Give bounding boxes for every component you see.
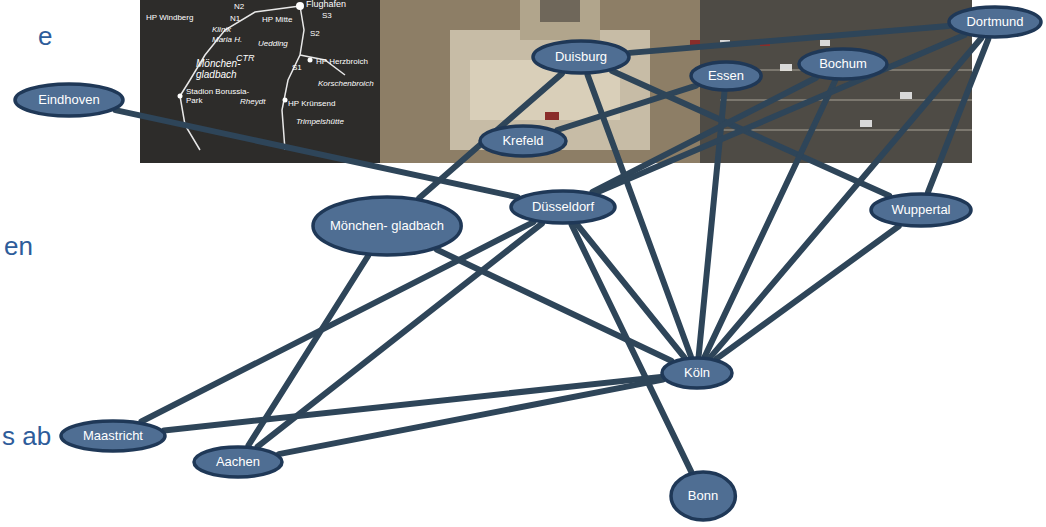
- connection-line: [928, 39, 988, 192]
- city-name: Köln: [680, 366, 714, 381]
- connection-line: [717, 226, 899, 358]
- city-name: Bochum: [815, 57, 871, 72]
- city-ellipse: Eindhoven: [13, 82, 125, 118]
- city-name: Maastricht: [79, 429, 147, 444]
- map-label: Trimpelshütte: [296, 118, 344, 127]
- connection-line: [612, 71, 889, 196]
- city-ellipse: Maastricht: [59, 419, 167, 453]
- map-label: HP Windberg: [146, 14, 193, 23]
- map-label: Korschenbroich: [318, 80, 374, 89]
- map-label: HP Herzbroich: [316, 58, 376, 67]
- city-name: Bonn: [684, 489, 722, 504]
- city-name: Eindhoven: [34, 93, 103, 108]
- city-ellipse: Krefeld: [478, 124, 568, 158]
- connection-line: [115, 110, 517, 197]
- map-label: Rheydt: [240, 98, 265, 107]
- city-name: Essen: [704, 69, 748, 84]
- city-name: Dortmund: [962, 15, 1027, 30]
- map-label: N2: [234, 3, 244, 12]
- map-label: N1: [230, 15, 240, 24]
- city-name: Mönchen- gladbach: [326, 219, 448, 234]
- map-label: S3: [322, 12, 332, 21]
- connection-line: [593, 78, 817, 192]
- connection-line: [279, 380, 663, 454]
- map-label: Maria H.: [212, 36, 242, 45]
- city-name: Krefeld: [498, 134, 547, 149]
- slide-text: en: [4, 232, 33, 261]
- city-name: Düsseldorf: [528, 200, 598, 215]
- city-ellipse: Wuppertal: [869, 192, 973, 228]
- city-ellipse: Aachen: [192, 445, 284, 479]
- city-ellipse: Duisburg: [531, 39, 631, 75]
- connection-line: [437, 250, 672, 361]
- city-name: Wuppertal: [887, 203, 954, 218]
- connection-line: [557, 86, 696, 130]
- city-ellipse: Bonn: [669, 470, 737, 522]
- connection-line: [572, 225, 692, 472]
- connection-line: [705, 81, 835, 357]
- map-label: HP Mitte: [262, 16, 293, 25]
- map-label: Klinik: [212, 26, 231, 35]
- city-ellipse: Essen: [689, 60, 763, 92]
- city-name: Duisburg: [551, 50, 611, 65]
- connection-line: [630, 26, 949, 53]
- city-name: Aachen: [212, 455, 264, 470]
- city-ellipse: Köln: [660, 356, 734, 390]
- map-label: Flughafen: [306, 0, 346, 10]
- map-label: Mönchen- gladbach: [196, 58, 248, 80]
- map-label: S2: [310, 30, 320, 39]
- map-label: S1: [292, 64, 302, 73]
- connection-line: [596, 35, 964, 193]
- city-ellipse: Dortmund: [947, 5, 1043, 39]
- city-ellipse: Bochum: [797, 47, 889, 81]
- slide-text: s ab: [2, 422, 51, 451]
- map-label: Uedding: [258, 40, 288, 49]
- connection-line: [577, 224, 684, 357]
- city-ellipse: Düsseldorf: [509, 189, 617, 225]
- slide-text: e: [38, 22, 52, 51]
- map-label: HP Krünsend: [288, 100, 335, 109]
- connection-line: [141, 222, 533, 421]
- connection-line: [164, 377, 661, 431]
- city-ellipse: Mönchen- gladbach: [311, 195, 463, 257]
